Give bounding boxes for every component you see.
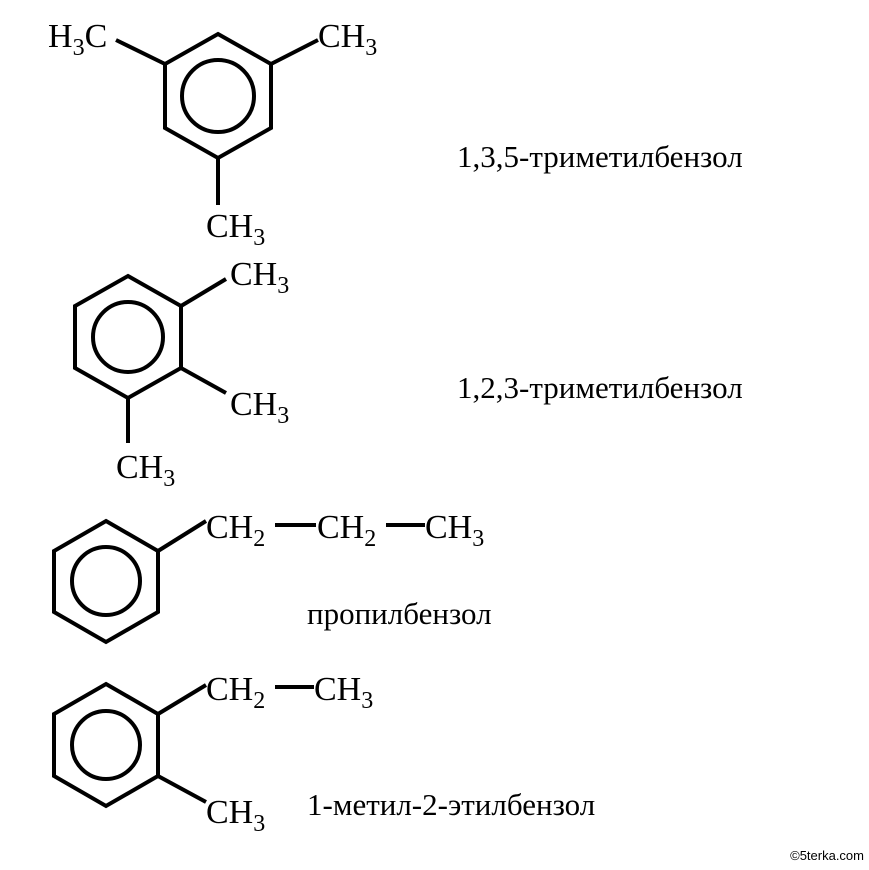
aromatic-circle-3	[70, 545, 142, 617]
methyl-group-4: CH3	[206, 794, 265, 837]
chain-group-4b: CH3	[314, 671, 373, 714]
benzene-ring-4	[52, 681, 160, 809]
aromatic-circle-4	[70, 709, 142, 781]
compound-name-3: пропилбензол	[307, 596, 492, 631]
bond-2-top	[179, 277, 228, 308]
methyl-group-1c: CH3	[206, 208, 265, 251]
methyl-group-2a: CH3	[230, 256, 289, 299]
chain-group-4a: CH2	[206, 671, 265, 714]
bond-4-top	[156, 683, 208, 716]
methyl-group-2b: CH3	[230, 386, 289, 429]
bond-1-top-left	[115, 38, 166, 66]
benzene-ring-2	[73, 273, 183, 401]
methyl-group-2c: CH3	[116, 449, 175, 492]
molecule-4: CH2 CH3 CH3 1-метил-2-этилбензол	[52, 671, 595, 837]
bond-3-ring-chain	[156, 519, 208, 553]
benzene-ring-3	[52, 518, 160, 645]
watermark: ©5terka.com	[790, 848, 864, 863]
methyl-group-1b: CH3	[318, 18, 377, 61]
bond-2-middle	[180, 366, 227, 395]
chain-group-3a: CH2	[206, 509, 265, 552]
molecule-2: CH3 CH3 CH3 1,2,3-триметилбензол	[73, 256, 743, 492]
chain-group-3c: CH3	[425, 509, 484, 552]
methyl-group-1a: H3C	[48, 18, 107, 61]
molecule-1: H3C CH3 CH3 1,3,5-триметилбензол	[48, 18, 743, 251]
bond-1-top-right	[270, 38, 319, 66]
compound-name-2: 1,2,3-триметилбензол	[457, 370, 743, 405]
molecule-3: CH2 CH2 CH3 пропилбензол	[52, 509, 492, 645]
chain-group-3b: CH2	[317, 509, 376, 552]
aromatic-circle-1	[180, 58, 256, 134]
bond-4-bottom	[157, 774, 207, 804]
aromatic-circle-2	[91, 300, 165, 374]
compound-name-4: 1-метил-2-этилбензол	[307, 787, 595, 822]
compound-name-1: 1,3,5-триметилбензол	[457, 139, 743, 174]
